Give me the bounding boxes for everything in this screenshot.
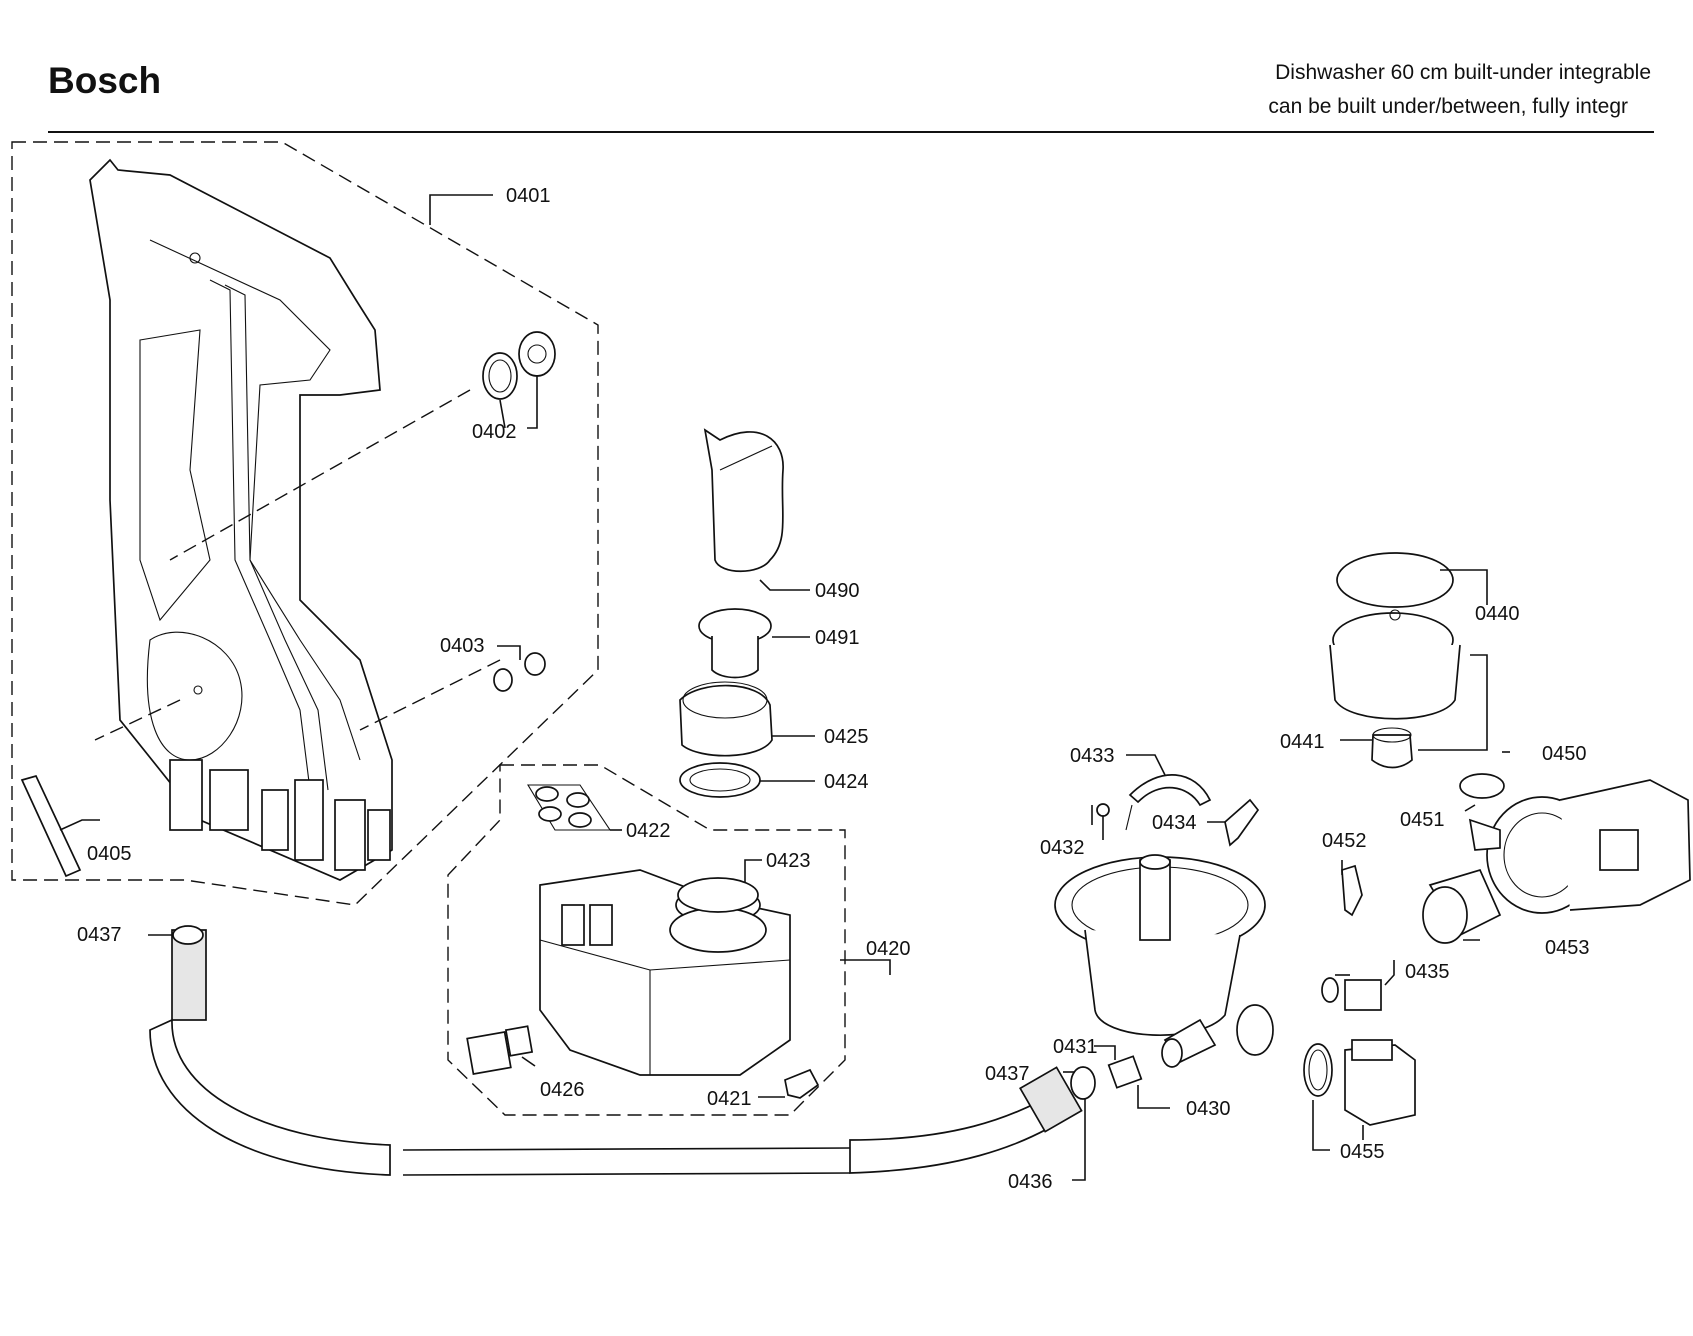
part-label-0453: 0453 <box>1545 937 1590 959</box>
drain-pump-part <box>1303 1039 1416 1126</box>
part-label-0420: 0420 <box>866 938 911 960</box>
part-label-0425: 0425 <box>824 726 869 748</box>
part-label-0402: 0402 <box>472 421 517 443</box>
ring-part <box>679 762 761 798</box>
part-label-0452: 0452 <box>1322 830 1367 852</box>
funnel-part <box>703 428 784 572</box>
washer-set-part <box>527 784 612 831</box>
part-label-0423: 0423 <box>766 850 811 872</box>
projection-line <box>94 699 181 741</box>
diagram-title-line-2: can be built under/between, fully integr <box>1268 95 1628 118</box>
part-label-0440: 0440 <box>1475 603 1520 625</box>
part-label-0431: 0431 <box>1053 1036 1098 1058</box>
nozzle-part <box>1107 1055 1143 1089</box>
screw-part <box>1096 803 1110 840</box>
softener-housing-part <box>539 869 791 1076</box>
part-label-0491: 0491 <box>815 627 860 649</box>
part-label-0434: 0434 <box>1152 812 1197 834</box>
drain-hose-part <box>149 925 1096 1176</box>
part-label-0401: 0401 <box>506 185 551 207</box>
connector-part <box>1422 868 1502 944</box>
clamp-part <box>1125 773 1212 831</box>
cover-part <box>679 681 773 757</box>
part-label-0433: 0433 <box>1070 745 1115 767</box>
part-label-0451: 0451 <box>1400 809 1445 831</box>
hose-clamp-part <box>1459 773 1505 799</box>
projection-line <box>359 659 501 731</box>
brand-name: Bosch <box>48 60 162 101</box>
part-label-0455: 0455 <box>1340 1141 1385 1163</box>
sensor-part <box>466 1025 534 1076</box>
part-label-0437: 0437 <box>77 924 122 946</box>
cap-part <box>698 608 772 679</box>
projection-line <box>169 389 471 561</box>
part-label-0422: 0422 <box>626 820 671 842</box>
part-label-0405: 0405 <box>87 843 132 865</box>
leader-lines <box>59 194 1510 1181</box>
diagram-title-line-1: Dishwasher 60 cm built-under integrable <box>1275 61 1651 84</box>
pump-cover-part <box>1329 552 1461 720</box>
part-label-0424: 0424 <box>824 771 869 793</box>
part-label-0450: 0450 <box>1542 743 1587 765</box>
part-label-0441: 0441 <box>1280 731 1325 753</box>
part-label-0435: 0435 <box>1405 961 1450 983</box>
group-boundary-0420 <box>447 764 846 1116</box>
nut-part <box>493 652 546 692</box>
part-label-0426: 0426 <box>540 1079 585 1101</box>
part-label-0403: 0403 <box>440 635 485 657</box>
part-label-0430: 0430 <box>1186 1098 1231 1120</box>
circulation-pump-part <box>1468 779 1691 914</box>
part-label-0490: 0490 <box>815 580 860 602</box>
seal-ring-part <box>482 331 556 400</box>
clip-part <box>784 1068 820 1099</box>
lever-part <box>1224 798 1260 847</box>
pump-sump-part <box>1054 854 1274 1068</box>
latch-part <box>1341 864 1363 917</box>
part-label-0421: 0421 <box>707 1088 752 1110</box>
part-label-0432: 0432 <box>1040 837 1085 859</box>
part-label-0437-hose-end: 0437 <box>985 1063 1030 1085</box>
impeller-part <box>1371 727 1413 769</box>
drain-valve-part <box>1321 977 1382 1011</box>
part-label-0436: 0436 <box>1008 1171 1053 1193</box>
bracket-part <box>20 774 82 878</box>
header-rule <box>48 131 1654 133</box>
